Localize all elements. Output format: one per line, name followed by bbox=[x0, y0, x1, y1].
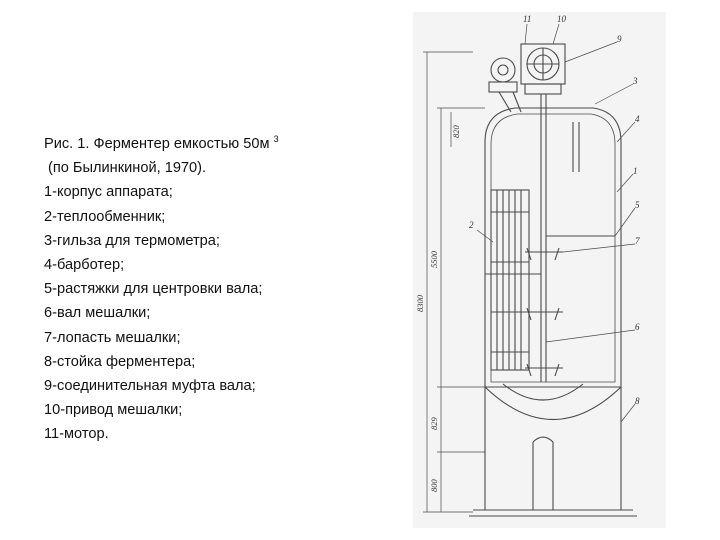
dimension-lines bbox=[423, 51, 485, 513]
drawing-background bbox=[413, 12, 666, 528]
drain-pipe bbox=[532, 436, 554, 510]
dimension-label-5500: 5500 bbox=[429, 250, 439, 268]
vessel-bottom bbox=[484, 386, 622, 421]
legend-item-shaft-coupling: 9-соединительная муфта вала; bbox=[44, 378, 256, 395]
agitator-blades bbox=[525, 247, 563, 377]
figure-caption: Рис. 1. Ферментер емкостью 50м 3 (по Был… bbox=[44, 127, 384, 447]
caption-title-superscript: 3 bbox=[273, 134, 279, 144]
part-label-2: 2 bbox=[469, 220, 474, 230]
legend-item-agitator-drive: 10-привод мешалки; bbox=[44, 402, 183, 419]
part-label-11: 11 bbox=[523, 14, 531, 24]
part-label-6: 6 bbox=[635, 322, 640, 332]
fermenter-drawing-svg: 11 10 9 3 4 1 5 7 6 8 2 820 5500 8300 82… bbox=[413, 12, 666, 528]
legend-item-heat-exchanger: 2-теплообменник; bbox=[44, 208, 166, 225]
vessel-body bbox=[484, 107, 622, 388]
legend-item-agitator-shaft: 6-вал мешалки; bbox=[44, 305, 151, 322]
dimension-label-8300: 8300 bbox=[415, 294, 425, 312]
dimension-label-800: 800 bbox=[429, 479, 439, 493]
fermenter-drawing: 11 10 9 3 4 1 5 7 6 8 2 820 5500 8300 82… bbox=[413, 12, 666, 528]
legend-item-body: 1-корпус аппарата; bbox=[44, 184, 173, 201]
part-label-5: 5 bbox=[635, 200, 640, 210]
legend-item-sparger: 4-барботер; bbox=[44, 257, 125, 274]
motor-icon bbox=[488, 57, 518, 93]
part-label-10: 10 bbox=[557, 14, 567, 24]
dimension-label-820: 820 bbox=[451, 125, 461, 139]
caption-source: (по Былинкиной, 1970). bbox=[48, 160, 207, 177]
part-label-8: 8 bbox=[635, 396, 640, 406]
agitator-shaft bbox=[540, 94, 547, 382]
shaft-braces bbox=[485, 235, 615, 275]
legend-item-agitator-blade: 7-лопасть мешалки; bbox=[44, 329, 181, 346]
agitator-drive-icon bbox=[520, 43, 566, 95]
leader-lines bbox=[476, 23, 636, 423]
part-label-7: 7 bbox=[635, 236, 640, 246]
part-label-1: 1 bbox=[633, 166, 638, 176]
legend-item-motor: 11-мотор. bbox=[44, 426, 109, 443]
heat-exchanger bbox=[490, 189, 530, 371]
legend-item-thermometer-sleeve: 3-гильза для термометра; bbox=[44, 232, 220, 249]
part-label-4: 4 bbox=[635, 114, 640, 124]
caption-title: Рис. 1. Ферментер емкостью 50м bbox=[44, 136, 270, 152]
legend-item-shaft-braces: 5-растяжки для центровки вала; bbox=[44, 281, 263, 298]
legend-item-support-stand: 8-стойка ферментера; bbox=[44, 353, 196, 370]
part-label-3: 3 bbox=[632, 76, 638, 86]
caption-title-line: Рис. 1. Ферментер емкостью 50м 3 bbox=[44, 127, 384, 156]
support-stand bbox=[469, 387, 637, 517]
dimension-label-829: 829 bbox=[429, 417, 439, 431]
sparger bbox=[502, 383, 584, 401]
thermometer-sleeve bbox=[572, 122, 580, 172]
part-label-9: 9 bbox=[617, 34, 622, 44]
